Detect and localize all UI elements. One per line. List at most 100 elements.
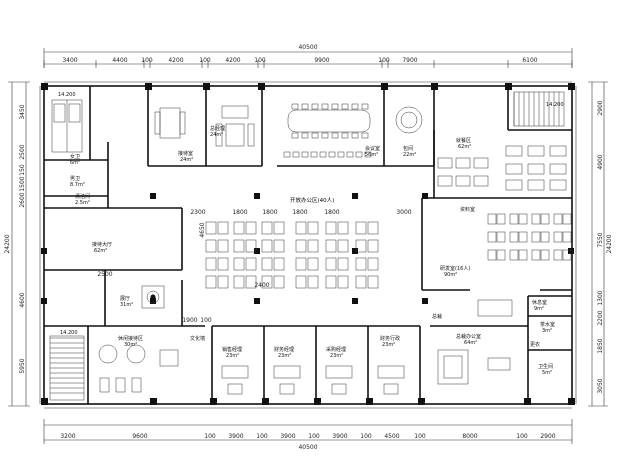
desk bbox=[531, 249, 541, 261]
chair bbox=[337, 151, 345, 158]
label-cleaning: 清洁间 bbox=[75, 193, 90, 200]
desk bbox=[245, 275, 257, 289]
label-tea-area: 3m² bbox=[542, 328, 552, 334]
label-toilet-m-area: 8.7m² bbox=[70, 182, 85, 188]
desk bbox=[325, 239, 337, 253]
desk bbox=[367, 239, 379, 253]
desk bbox=[217, 221, 229, 235]
desk bbox=[540, 213, 550, 225]
desk bbox=[562, 231, 572, 243]
desk bbox=[233, 257, 245, 271]
inner-dim: 2300 bbox=[190, 209, 205, 216]
top-segment-dim: 100 bbox=[199, 57, 211, 64]
desk bbox=[509, 231, 519, 243]
stair-tl-elevation: 14.200 bbox=[58, 92, 76, 98]
desk bbox=[307, 239, 319, 253]
chair bbox=[311, 132, 319, 139]
chair bbox=[319, 151, 327, 158]
right-segment-dim: 1850 bbox=[597, 338, 604, 353]
desk bbox=[355, 257, 367, 271]
meeting-table bbox=[283, 103, 372, 158]
left-segment-dim: 2600 bbox=[19, 192, 26, 207]
chair bbox=[361, 132, 369, 139]
desk bbox=[273, 221, 285, 235]
chair bbox=[321, 132, 329, 139]
dining-table bbox=[527, 145, 545, 157]
chair bbox=[346, 151, 354, 158]
inner-misc-dim: 1900 bbox=[182, 317, 197, 324]
label-reception-room-area: 24m² bbox=[180, 157, 193, 163]
top-segment-dim: 4200 bbox=[225, 57, 240, 64]
stair-top-left bbox=[51, 99, 83, 153]
inner-dim: 1800 bbox=[292, 209, 307, 216]
desk bbox=[518, 231, 528, 243]
desk bbox=[217, 257, 229, 271]
desk bbox=[337, 221, 349, 235]
desk bbox=[531, 231, 541, 243]
label-finance-admin-area: 23m² bbox=[382, 342, 395, 348]
label-finance-admin: 财务行政 bbox=[380, 335, 400, 342]
left-segment-dim: 4600 bbox=[19, 292, 26, 307]
label-private-room: 包间 bbox=[403, 145, 413, 152]
bottom-segment-dim: 100 bbox=[414, 433, 426, 440]
desk bbox=[261, 257, 273, 271]
hall-exhibit bbox=[141, 285, 165, 309]
inner-dim: 1800 bbox=[324, 209, 339, 216]
dining-table bbox=[473, 175, 489, 187]
desk bbox=[487, 249, 497, 261]
chair bbox=[310, 151, 318, 158]
desk bbox=[540, 231, 550, 243]
desk bbox=[325, 257, 337, 271]
inner-dim: 1800 bbox=[262, 209, 277, 216]
leisure-furniture bbox=[98, 344, 179, 393]
dining-table bbox=[527, 163, 545, 175]
desk bbox=[337, 239, 349, 253]
desk bbox=[205, 221, 217, 235]
manager-desk bbox=[377, 365, 405, 379]
desk bbox=[553, 249, 563, 261]
stair-top-right: 14.200 bbox=[513, 91, 565, 127]
label-sales-mgr-area: 23m² bbox=[226, 353, 239, 359]
right-total-dim: 24200 bbox=[606, 234, 613, 253]
bottom-segment-dim: 3900 bbox=[228, 433, 243, 440]
private-room-table bbox=[395, 106, 423, 134]
desk bbox=[518, 249, 528, 261]
bottom-segment-dim: 3900 bbox=[332, 433, 347, 440]
chair bbox=[361, 103, 369, 110]
bottom-segment-dim: 100 bbox=[308, 433, 320, 440]
desk bbox=[205, 239, 217, 253]
desk bbox=[487, 213, 497, 225]
right-segment-dim: 3050 bbox=[597, 378, 604, 393]
left-segment-dim: 150 bbox=[19, 164, 26, 176]
room-labels: 女卫 6m² 男卫 8.7m² 清洁间 2.5m² 接待室 24m² 总经理 2… bbox=[58, 92, 555, 376]
desk bbox=[217, 275, 229, 289]
label-culture-wall: 文化墙 bbox=[190, 335, 205, 342]
label-ceo-office: 总裁办公室 bbox=[456, 333, 481, 340]
desk bbox=[273, 275, 285, 289]
top-segment-dim: 4400 bbox=[112, 57, 127, 64]
label-toilet-w-area: 6m² bbox=[70, 160, 80, 166]
desk bbox=[553, 231, 563, 243]
label-purchase-mgr-area: 23m² bbox=[330, 353, 343, 359]
desk bbox=[553, 213, 563, 225]
left-segment-dim: 2500 bbox=[19, 144, 26, 159]
desk bbox=[261, 239, 273, 253]
chair bbox=[301, 132, 309, 139]
reception-sofa bbox=[154, 107, 186, 139]
label-hall-area: 31m² bbox=[120, 302, 133, 308]
desk bbox=[295, 257, 307, 271]
outer-walls bbox=[39, 81, 577, 409]
rd-office-desks bbox=[487, 213, 572, 261]
label-leisure-area: 30m² bbox=[124, 342, 137, 348]
gm-desk bbox=[215, 105, 255, 147]
label-dining-area: 62m² bbox=[458, 144, 471, 150]
inner-misc-dim: 100 bbox=[200, 317, 212, 324]
dining-tables bbox=[437, 145, 567, 191]
label-toilet-w: 女卫 bbox=[70, 153, 80, 160]
chair bbox=[283, 151, 291, 158]
dining-table bbox=[505, 179, 523, 191]
top-segment-dim: 3400 bbox=[62, 57, 77, 64]
dining-table bbox=[549, 163, 567, 175]
top-segment-dim: 6100 bbox=[522, 57, 537, 64]
